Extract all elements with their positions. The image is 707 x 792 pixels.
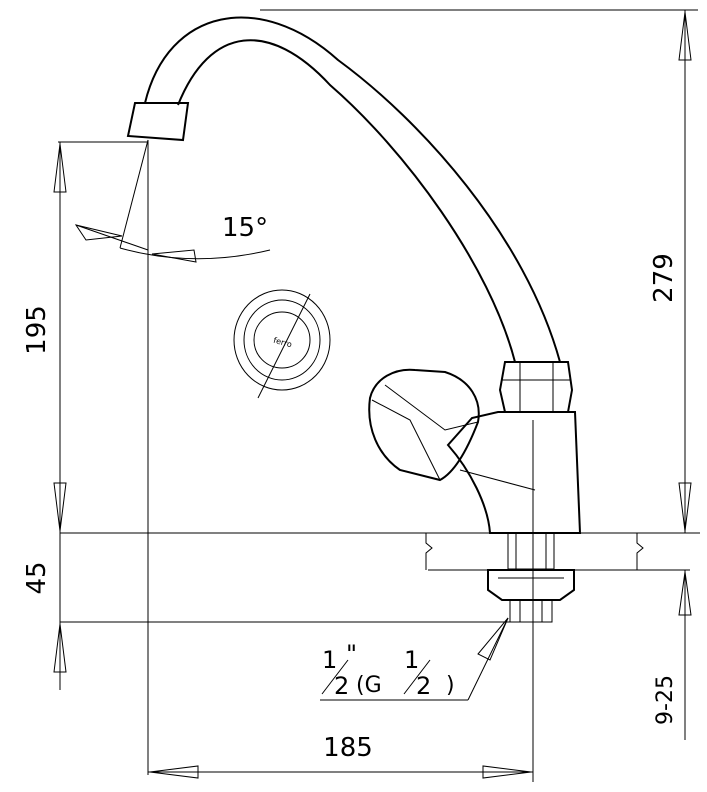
faucet-body <box>126 16 582 623</box>
dimension-45 <box>53 533 67 690</box>
angle-label: 15° <box>222 213 268 243</box>
logo-medallion: ferro <box>233 289 331 399</box>
connection-inch-mark: " <box>346 640 357 668</box>
dimension-195-label: 195 <box>22 305 52 355</box>
dimension-45-label: 45 <box>22 561 52 594</box>
connection-callout <box>320 617 509 701</box>
connection-thread-close: ) <box>446 673 455 698</box>
connection-thread-numerator: 1 <box>404 646 419 674</box>
dimension-185 <box>148 420 534 782</box>
connection-thread-denominator: 2 <box>416 672 431 700</box>
dimension-9-25-label: 9-25 <box>653 675 678 725</box>
dimension-279-label: 279 <box>649 253 679 303</box>
connection-fraction-numerator: 1 <box>322 646 337 674</box>
dimension-195 <box>53 142 67 533</box>
spout-angle-construction <box>58 139 271 775</box>
connection-fraction-denominator: 2 <box>334 672 349 700</box>
logo-text: ferro <box>272 336 293 350</box>
dimension-9-25 <box>678 570 692 740</box>
connection-label: 1 2 " (G 1 2 ) <box>321 640 455 700</box>
connection-thread-open: (G <box>356 673 382 698</box>
dimension-185-label: 185 <box>323 733 373 763</box>
countertop <box>60 532 700 623</box>
dimension-279 <box>260 9 698 533</box>
